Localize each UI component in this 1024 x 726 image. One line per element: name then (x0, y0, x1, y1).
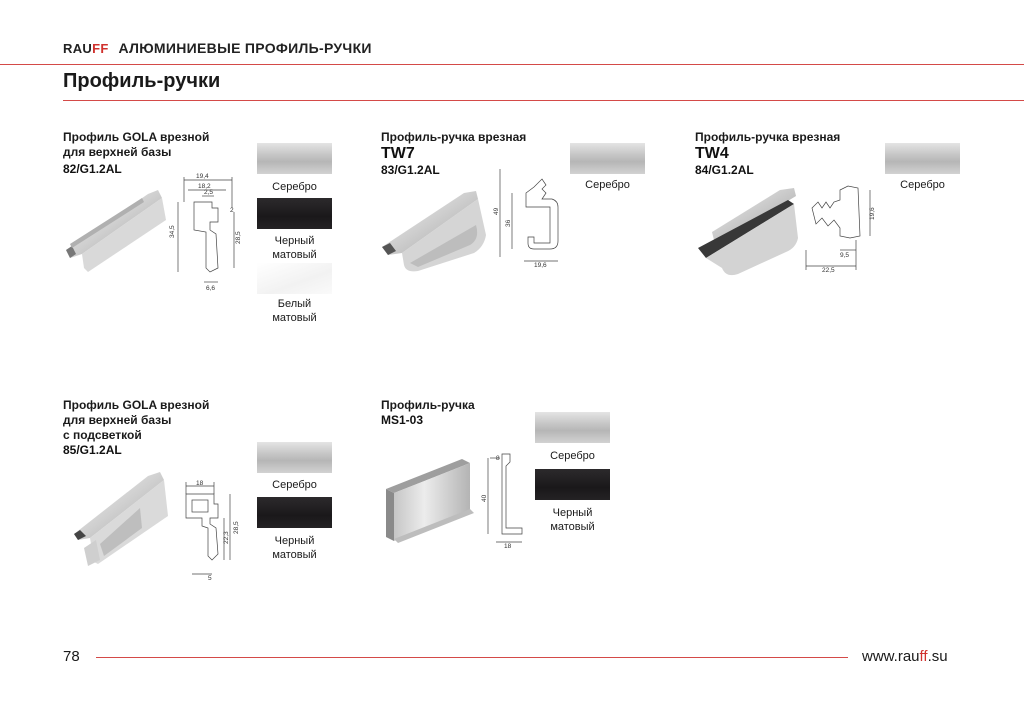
dimension-label: 40 (481, 494, 488, 502)
finish-label-line: Черный (552, 507, 593, 519)
url-prefix: www.rau (862, 648, 920, 665)
dimension-label: 18,2 (198, 183, 211, 190)
finish-label: Серебро (272, 479, 317, 491)
page-title: Профиль-ручки (63, 70, 221, 92)
product-code: 83/G1.2AL (381, 163, 440, 177)
finish-swatch-silver (257, 442, 332, 473)
header-rule-top (0, 64, 1024, 65)
product-model: MS1-03 (381, 413, 424, 427)
dimension-label: 36 (505, 219, 512, 227)
product-tw4-header: Профиль-ручка врезная TW4 84/G1.2AL (695, 130, 840, 178)
finish-label-line: матовый (272, 549, 317, 561)
dimension-label: 19,4 (196, 173, 209, 180)
product-82-photo (66, 190, 166, 272)
finish-label: Черный матовый (257, 234, 332, 262)
product-title-line: с подсветкой (63, 428, 142, 442)
product-title-line: Профиль-ручка врезная (695, 130, 841, 144)
product-code: 84/G1.2AL (695, 163, 754, 177)
product-title-line: Профиль GOLA врезной (63, 398, 210, 412)
product-tw7-header: Профиль-ручка врезная TW7 83/G1.2AL (381, 130, 526, 178)
dimension-label: 18 (196, 480, 204, 487)
finish-label-line: Белый (277, 298, 312, 310)
finish-label: Серебро (585, 179, 630, 191)
product-82-header: Профиль GOLA врезной для верхней базы 82… (63, 130, 209, 177)
header-rule-bottom (63, 100, 1024, 101)
url-suffix: .su (927, 648, 948, 665)
brand-header: RAUFF АЛЮМИНИЕВЫЕ ПРОФИЛЬ-РУЧКИ (63, 40, 372, 56)
finish-label: Серебро (272, 181, 317, 193)
brand-logo-prefix: RAU (63, 41, 93, 56)
finish-swatch-silver (257, 143, 332, 174)
dimension-label: 5 (208, 575, 212, 582)
finish-swatch-black (535, 469, 610, 500)
finish-label: Черный матовый (257, 534, 332, 562)
product-title-line: для верхней базы (63, 145, 172, 159)
finish-swatch-white (257, 263, 332, 294)
product-ms1-drawing: 8 40 18 (481, 453, 523, 550)
dimension-label: 6,6 (206, 285, 215, 292)
finish-label-line: матовый (272, 312, 317, 324)
product-82-drawing: 19,4 18,2 2,5 2 34,5 28,5 6,6 (169, 173, 242, 292)
dimension-label: 28,5 (233, 521, 240, 534)
site-url[interactable]: www.rauff.su (862, 648, 948, 665)
dimension-label: 18 (504, 543, 512, 550)
finish-label-line: матовый (272, 249, 317, 261)
finish-label: Серебро (550, 450, 595, 462)
dimension-label: 49 (493, 207, 500, 215)
brand-logo-suffix: FF (92, 41, 109, 56)
product-tw4-photo (698, 188, 798, 276)
dimension-label: 28,5 (235, 231, 242, 244)
finish-swatch-silver (570, 143, 645, 174)
finish-label-line: Черный (274, 535, 315, 547)
product-ms1-header: Профиль-ручка MS1-03 (381, 398, 475, 428)
product-tw4-drawing: 19,6 9,5 22,5 (805, 185, 876, 274)
finish-swatch-black (257, 497, 332, 528)
finish-swatch-black (257, 198, 332, 229)
product-title-line: Профиль-ручка (381, 398, 475, 412)
product-model: TW4 (695, 145, 729, 162)
footer-rule (96, 657, 848, 658)
product-title-line: для верхней базы (63, 413, 172, 427)
dimension-label: 19,6 (869, 207, 876, 220)
dimension-label: 2,5 (204, 189, 213, 196)
product-85-photo (74, 472, 168, 566)
product-code: 85/G1.2AL (63, 443, 122, 457)
product-85-header: Профиль GOLA врезной для верхней базы с … (63, 398, 209, 458)
section-title: АЛЮМИНИЕВЫЕ ПРОФИЛЬ-РУЧКИ (118, 40, 372, 56)
dimension-label: 22,5 (822, 267, 835, 274)
dimension-label: 2 (230, 207, 234, 214)
product-tw7-drawing: 49 36 19,6 (493, 169, 559, 269)
dimension-label: 22,3 (223, 531, 230, 544)
product-model: TW7 (381, 145, 415, 162)
product-title-line: Профиль-ручка врезная (381, 130, 527, 144)
finish-swatch-silver (885, 143, 960, 174)
product-title-line: Профиль GOLA врезной (63, 130, 210, 144)
finish-label-line: Черный (274, 235, 315, 247)
url-ff: ff (919, 648, 928, 665)
finish-label: Серебро (900, 179, 945, 191)
finish-swatch-silver (535, 412, 610, 443)
product-ms1-photo (386, 459, 474, 543)
dimension-label: 9,5 (840, 252, 849, 259)
dimension-label: 19,6 (534, 262, 547, 269)
product-code: 82/G1.2AL (63, 162, 122, 176)
page-number: 78 (63, 648, 80, 665)
finish-label: Черный матовый (535, 506, 610, 534)
dimension-label: 34,5 (169, 225, 176, 238)
dimension-label: 8 (496, 455, 500, 462)
finish-label: Белый матовый (257, 297, 332, 325)
product-85-drawing: 18 22,3 28,5 5 (185, 480, 240, 582)
product-tw7-photo (382, 191, 486, 272)
finish-label-line: матовый (550, 521, 595, 533)
